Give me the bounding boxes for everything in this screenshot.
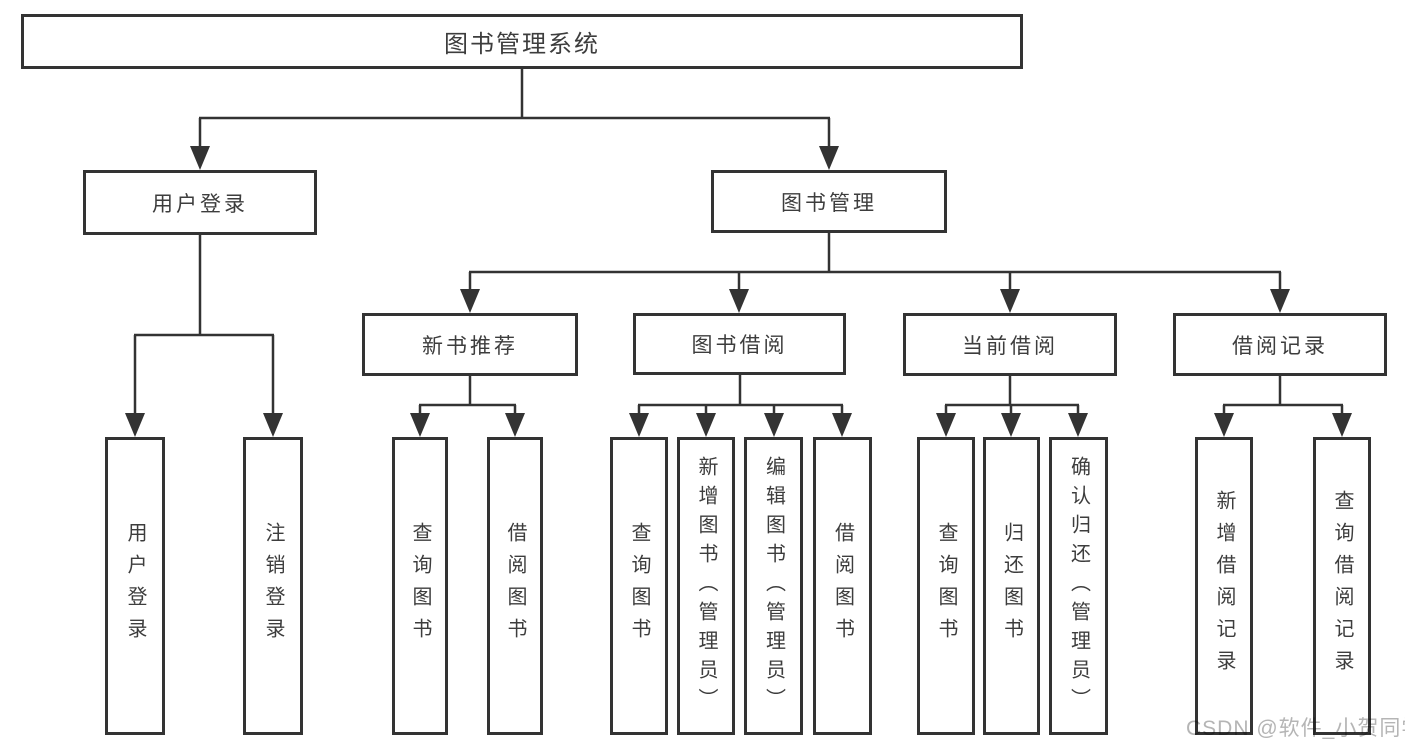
node-borrow-records-label: 借阅记录 bbox=[1232, 334, 1328, 358]
node-current-borrow-label: 当前借阅 bbox=[962, 334, 1058, 358]
connector-borrow-records-children bbox=[1214, 376, 1352, 437]
node-book-management-label: 图书管理 bbox=[781, 191, 877, 215]
leaf-confirm-return-admin-label: 确认归还（管理员） bbox=[1067, 455, 1090, 717]
node-root: 图书管理系统 bbox=[21, 14, 1023, 69]
leaf-add-borrow-record-label: 新增借阅记录 bbox=[1213, 490, 1235, 682]
leaf-query-borrow-record: 查询借阅记录 bbox=[1313, 437, 1371, 735]
connector-current-borrow-children bbox=[936, 376, 1088, 437]
connector-book-management-to-level3 bbox=[460, 233, 1290, 313]
node-new-book-recommend-label: 新书推荐 bbox=[422, 334, 518, 358]
leaf-borrow-book-label: 借阅图书 bbox=[831, 522, 854, 650]
leaf-borrow-query-book: 查询图书 bbox=[610, 437, 668, 735]
leaf-recommend-query-book: 查询图书 bbox=[392, 437, 448, 735]
leaf-current-query-book: 查询图书 bbox=[917, 437, 975, 735]
leaf-user-login: 用户登录 bbox=[105, 437, 165, 735]
leaf-edit-book-admin-label: 编辑图书（管理员） bbox=[762, 455, 785, 717]
leaf-logout: 注销登录 bbox=[243, 437, 303, 735]
leaf-add-book-admin: 新增图书（管理员） bbox=[677, 437, 735, 735]
leaf-query-borrow-record-label: 查询借阅记录 bbox=[1331, 490, 1353, 682]
leaf-add-borrow-record: 新增借阅记录 bbox=[1195, 437, 1253, 735]
leaf-borrow-query-book-label: 查询图书 bbox=[628, 522, 650, 650]
leaf-return-book: 归还图书 bbox=[983, 437, 1040, 735]
leaf-recommend-borrow-book-label: 借阅图书 bbox=[504, 522, 526, 650]
connector-root-to-level2 bbox=[190, 69, 839, 170]
connector-new-book-recommend-children bbox=[410, 376, 525, 437]
node-book-borrow: 图书借阅 bbox=[633, 313, 846, 375]
leaf-confirm-return-admin: 确认归还（管理员） bbox=[1049, 437, 1108, 735]
leaf-logout-label: 注销登录 bbox=[262, 522, 284, 650]
node-borrow-records: 借阅记录 bbox=[1173, 313, 1387, 376]
leaf-user-login-label: 用户登录 bbox=[124, 522, 146, 650]
node-current-borrow: 当前借阅 bbox=[903, 313, 1117, 376]
node-root-label: 图书管理系统 bbox=[444, 31, 600, 58]
connector-book-borrow-children bbox=[629, 374, 852, 437]
leaf-current-query-book-label: 查询图书 bbox=[935, 522, 957, 650]
node-user-login: 用户登录 bbox=[83, 170, 317, 235]
leaf-return-book-label: 归还图书 bbox=[1000, 522, 1023, 650]
leaf-edit-book-admin: 编辑图书（管理员） bbox=[744, 437, 803, 735]
leaf-recommend-query-book-label: 查询图书 bbox=[409, 522, 431, 650]
connector-user-login-children bbox=[125, 235, 283, 437]
node-book-borrow-label: 图书借阅 bbox=[691, 334, 788, 357]
node-new-book-recommend: 新书推荐 bbox=[362, 313, 578, 376]
node-user-login-label: 用户登录 bbox=[152, 192, 248, 216]
node-book-management: 图书管理 bbox=[711, 170, 947, 233]
csdn-watermark: CSDN @软件_小贺同学 bbox=[1186, 717, 1405, 740]
leaf-borrow-book: 借阅图书 bbox=[813, 437, 872, 735]
leaf-add-book-admin-label: 新增图书（管理员） bbox=[695, 455, 717, 717]
leaf-recommend-borrow-book: 借阅图书 bbox=[487, 437, 543, 735]
